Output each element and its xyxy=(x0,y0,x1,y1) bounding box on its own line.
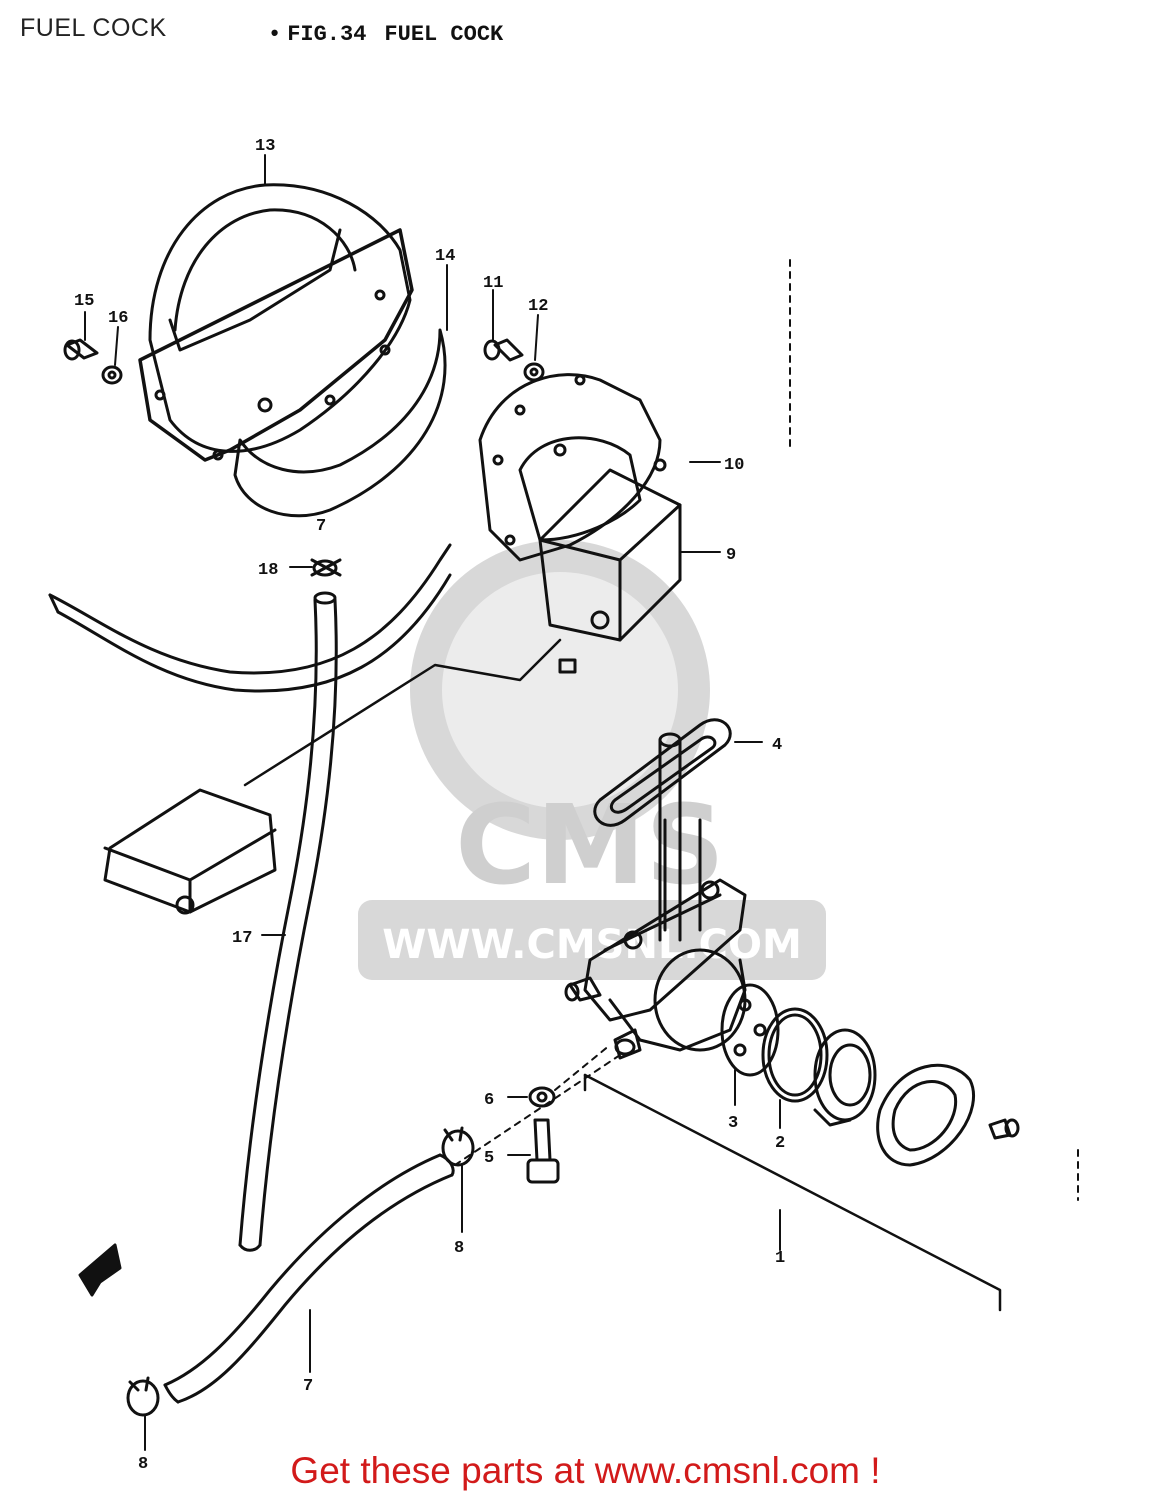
part-3-disc xyxy=(720,983,780,1077)
callout-9: 9 xyxy=(726,546,736,565)
callout-10: 10 xyxy=(724,456,744,475)
part-13-mounting-ring xyxy=(138,183,414,462)
figure-bullet: • xyxy=(268,22,282,47)
part-1-fuel-cock xyxy=(564,732,747,1060)
watermark-brand: CMS xyxy=(455,781,724,909)
footer-link[interactable]: Get these parts at www.cmsnl.com ! xyxy=(290,1450,881,1491)
callout-4: 4 xyxy=(772,736,782,755)
figure-name: FUEL COCK xyxy=(384,22,504,47)
part-2-oring xyxy=(761,1007,829,1103)
callout-3: 3 xyxy=(728,1114,738,1133)
part-8-clamp-upper xyxy=(441,1126,475,1167)
part-11-screw xyxy=(483,338,524,362)
callout-6: 6 xyxy=(484,1091,494,1110)
part-7-hose xyxy=(163,1153,455,1404)
part-8-clamp-lower xyxy=(126,1376,160,1417)
cover-gasket xyxy=(876,1063,976,1167)
callout-17: 17 xyxy=(232,929,252,948)
callout-5: 5 xyxy=(484,1149,494,1168)
part-18-clip xyxy=(310,558,342,577)
page-title: FUEL COCK xyxy=(20,14,167,42)
part-10-flange xyxy=(478,373,667,562)
callout-15: 15 xyxy=(74,292,94,311)
callout-7a: 7 xyxy=(316,517,326,536)
callout-14: 14 xyxy=(435,247,455,266)
callout-13: 13 xyxy=(255,137,275,156)
callout-8a: 8 xyxy=(454,1239,464,1258)
alignment-lines xyxy=(454,259,1079,1201)
callout-2: 2 xyxy=(775,1134,785,1153)
callout-8b: 8 xyxy=(138,1455,148,1474)
watermark-banner xyxy=(358,900,826,980)
part-17-hose xyxy=(238,591,338,1252)
part-9-filter xyxy=(538,468,682,674)
part-14-gasket xyxy=(233,328,447,518)
part-6-nut xyxy=(528,1086,556,1108)
end-screw xyxy=(988,1118,1020,1140)
figure-number: FIG.34 xyxy=(287,22,367,47)
part-12-washer xyxy=(523,362,545,382)
watermark-mascot-face xyxy=(442,572,678,808)
callout-18: 18 xyxy=(258,561,278,580)
callout-7b: 7 xyxy=(303,1377,313,1396)
leader-lines xyxy=(84,154,781,1451)
callout-1: 1 xyxy=(775,1249,785,1268)
part-4-gasket xyxy=(593,718,732,827)
front-arrow-icon xyxy=(78,1243,122,1297)
part-16-washer xyxy=(101,365,123,385)
part-5-bolt xyxy=(526,1118,560,1184)
callout-16: 16 xyxy=(108,309,128,328)
callout-11: 11 xyxy=(483,274,503,293)
gauge-rod xyxy=(243,638,562,787)
part-15-screw xyxy=(63,338,99,361)
callout-12: 12 xyxy=(528,297,548,316)
figure-title: •FIG.34 FUEL COCK xyxy=(268,22,503,47)
assembly-bracket xyxy=(583,1073,1002,1312)
callouts: 13 14 15 16 11 12 10 9 18 7 4 17 6 5 8 3… xyxy=(74,137,785,1474)
breather-hose xyxy=(48,543,452,693)
sediment-cup xyxy=(813,1028,877,1127)
gauge-float xyxy=(103,788,277,915)
